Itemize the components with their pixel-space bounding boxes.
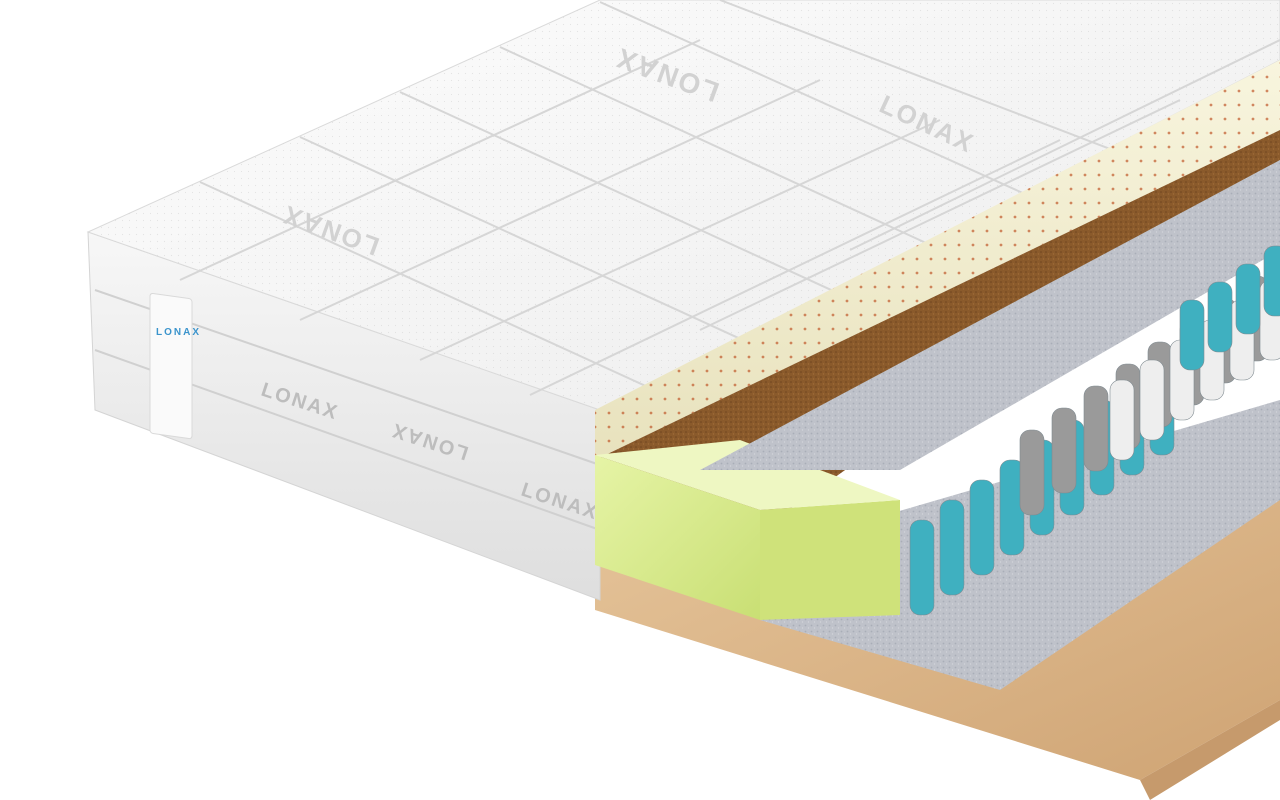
- felt-layer-middle: [700, 160, 1280, 470]
- spring-pocket: [1051, 407, 1077, 494]
- brand-tag: [149, 292, 193, 440]
- spring-pocket: [1263, 245, 1280, 317]
- pocket-springs: [909, 245, 1280, 616]
- spring-pocket: [1179, 299, 1205, 371]
- spring-pocket: [1083, 385, 1109, 472]
- memory-foam-block: [595, 440, 900, 620]
- mattress-side-cover: LONAX LONAX LONAX LONAX: [87, 231, 601, 601]
- spring-pocket: [1109, 379, 1135, 461]
- mattress-top-cover: LONAX LONAX LONAX: [86, 0, 1280, 421]
- spring-pocket: [969, 479, 995, 576]
- spring-pocket: [939, 499, 965, 596]
- spring-pocket: [1139, 359, 1165, 441]
- spring-pocket: [1019, 429, 1045, 516]
- brand-tag-label: LONAX: [156, 327, 201, 338]
- spring-pocket: [1235, 263, 1261, 335]
- coconut-layer: [595, 130, 1280, 520]
- latex-layer: [595, 60, 1280, 460]
- spring-pocket: [1207, 281, 1233, 353]
- spring-pocket: [909, 519, 935, 616]
